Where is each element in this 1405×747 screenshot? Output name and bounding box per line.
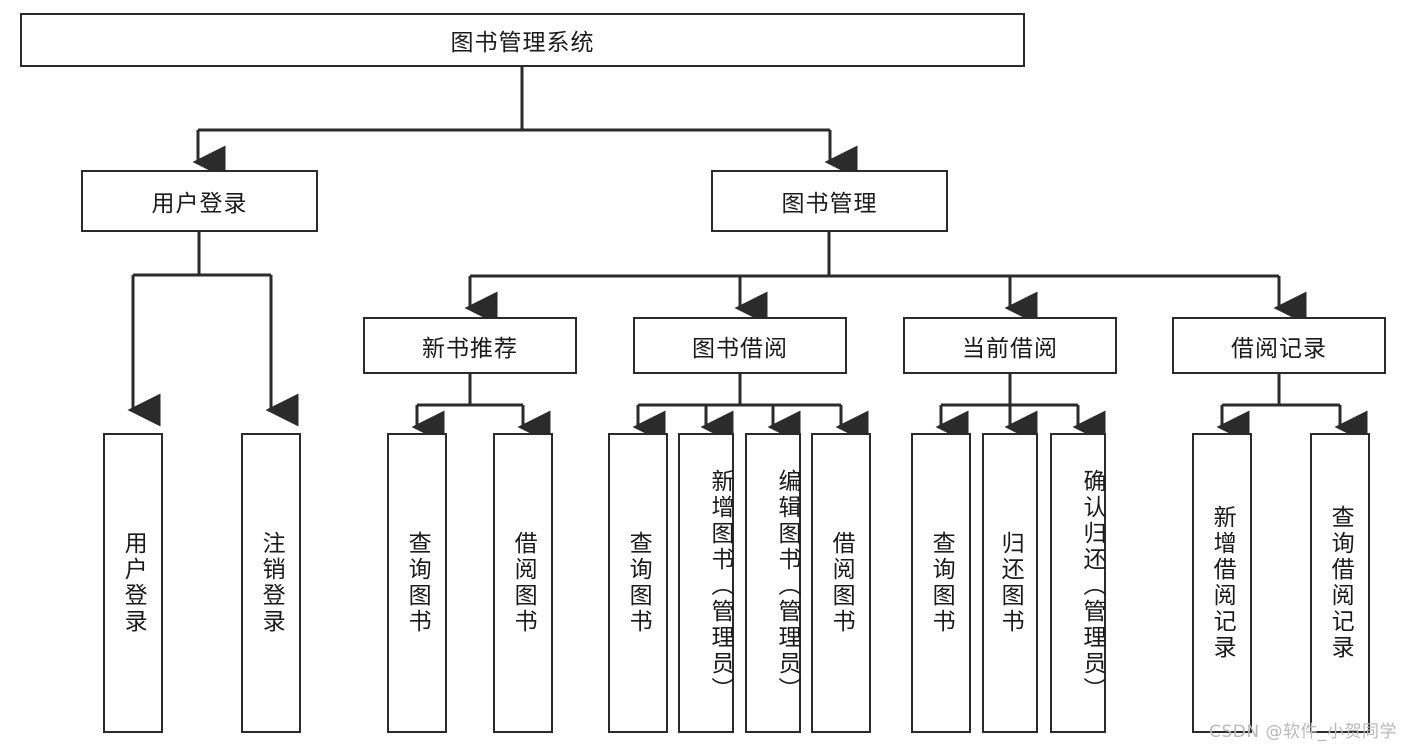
node-borrow-record[interactable]: 借阅记录	[1172, 317, 1386, 374]
node-leaf-borrow-book-2[interactable]: 借阅图书	[811, 433, 871, 733]
node-borrow-record-label: 借阅记录	[1231, 335, 1327, 362]
node-leaf-user-login-label: 用户登录	[120, 531, 147, 635]
node-leaf-user-logout-label: 注销登录	[258, 531, 285, 635]
node-book-borrow[interactable]: 图书借阅	[633, 317, 847, 374]
node-new-book-recommend[interactable]: 新书推荐	[363, 317, 577, 374]
node-leaf-query-book-2-label: 查询图书	[625, 531, 652, 635]
node-leaf-edit-book-label: 编辑图书（管理员）	[774, 469, 800, 703]
node-leaf-return-book-label: 归还图书	[997, 531, 1024, 635]
node-leaf-borrow-book-1[interactable]: 借阅图书	[493, 433, 553, 733]
node-leaf-query-book-2[interactable]: 查询图书	[608, 433, 668, 733]
node-leaf-confirm-return-label: 确认归还（管理员）	[1079, 469, 1105, 703]
node-leaf-add-book[interactable]: 新增图书（管理员）	[678, 433, 734, 733]
node-leaf-borrow-book-2-label: 借阅图书	[828, 531, 855, 635]
node-user-login[interactable]: 用户登录	[81, 170, 318, 232]
node-leaf-query-record[interactable]: 查询借阅记录	[1310, 433, 1370, 733]
node-book-management[interactable]: 图书管理	[711, 170, 948, 232]
node-leaf-query-record-label: 查询借阅记录	[1327, 505, 1354, 661]
node-book-management-label: 图书管理	[781, 191, 878, 217]
node-book-borrow-label: 图书借阅	[692, 335, 788, 362]
node-leaf-edit-book[interactable]: 编辑图书（管理员）	[745, 433, 801, 733]
node-root-label: 图书管理系统	[450, 30, 595, 56]
node-current-borrow[interactable]: 当前借阅	[903, 317, 1117, 374]
node-leaf-add-record-label: 新增借阅记录	[1209, 505, 1236, 661]
node-leaf-user-login[interactable]: 用户登录	[103, 433, 163, 733]
node-new-book-recommend-label: 新书推荐	[422, 335, 518, 362]
node-leaf-query-book-3-label: 查询图书	[928, 531, 955, 635]
node-leaf-add-book-label: 新增图书（管理员）	[707, 469, 733, 703]
node-leaf-query-book-1[interactable]: 查询图书	[387, 433, 447, 733]
node-leaf-borrow-book-1-label: 借阅图书	[510, 531, 537, 635]
node-leaf-query-book-3[interactable]: 查询图书	[911, 433, 971, 733]
node-leaf-add-record[interactable]: 新增借阅记录	[1192, 433, 1252, 733]
node-leaf-return-book[interactable]: 归还图书	[982, 433, 1038, 733]
node-leaf-confirm-return[interactable]: 确认归还（管理员）	[1050, 433, 1106, 733]
node-user-login-label: 用户登录	[151, 191, 248, 217]
node-current-borrow-label: 当前借阅	[962, 335, 1058, 362]
node-leaf-query-book-1-label: 查询图书	[404, 531, 431, 635]
node-root[interactable]: 图书管理系统	[20, 13, 1025, 67]
node-leaf-user-logout[interactable]: 注销登录	[241, 433, 301, 733]
